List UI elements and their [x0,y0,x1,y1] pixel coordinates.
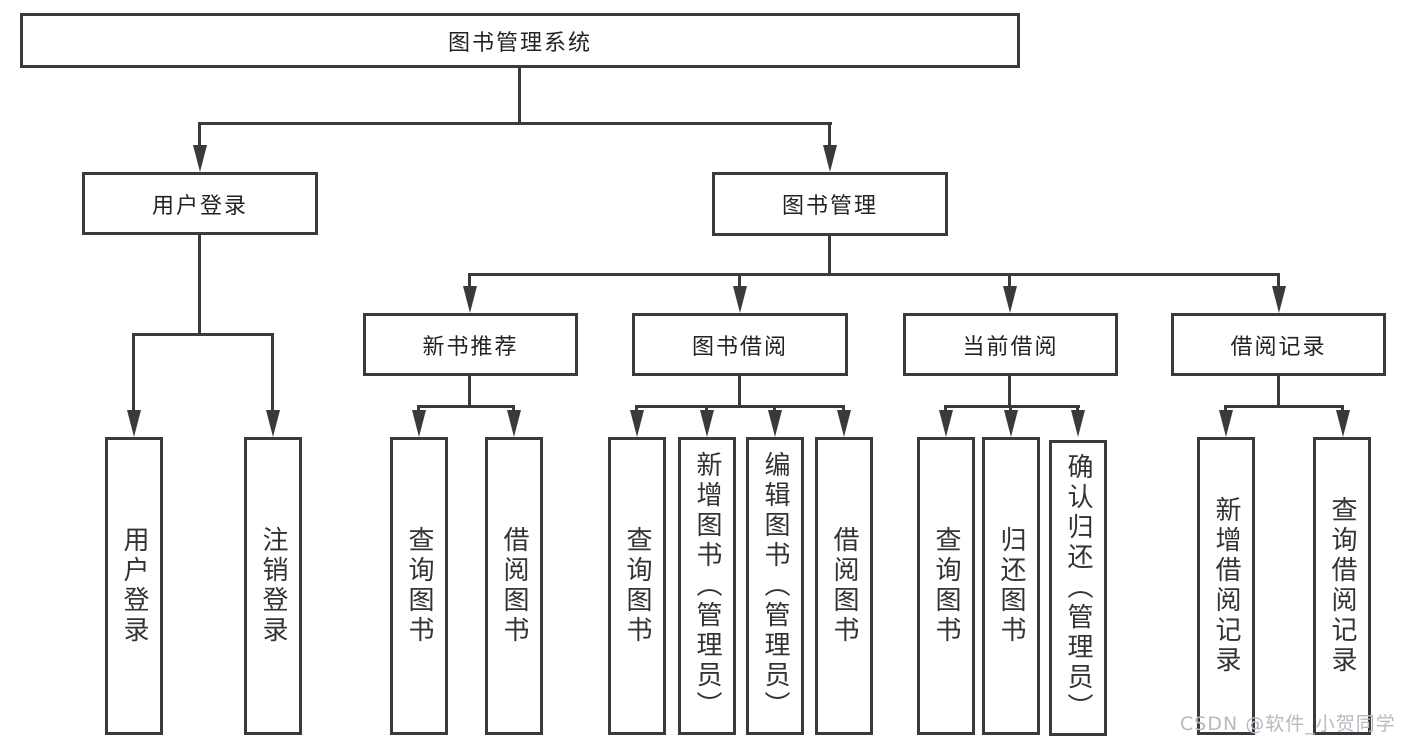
leaf-borrow-books: 借阅图书 [815,437,873,735]
csdn-watermark: CSDN @软件_小贺同学 [1180,713,1396,735]
connector-line [828,236,831,273]
arrow-down-icon [507,410,521,437]
connector-line [1224,405,1344,408]
connector-line [1277,376,1280,405]
arrow-down-icon [127,410,141,437]
leaf-return-books: 归还图书 [982,437,1040,735]
connector-line [518,68,521,122]
connector-line [1008,273,1011,289]
connector-line [468,273,471,289]
leaf-logout: 注销登录 [244,437,302,735]
leaf-query-books-recommend: 查询图书 [390,437,448,735]
arrow-down-icon [1272,286,1286,313]
connector-line [705,405,708,413]
connector-line [512,405,515,413]
connector-line [468,273,1280,276]
arrow-down-icon [1071,410,1085,437]
node-book-management: 图书管理 [712,172,948,236]
arrow-down-icon [1003,286,1017,313]
connector-line [417,405,515,408]
connector-line [468,376,471,405]
connector-line [132,333,135,411]
connector-line [198,122,201,150]
arrow-down-icon [733,286,747,313]
arrow-down-icon [266,410,280,437]
node-new-book-recommendation: 新书推荐 [363,313,578,376]
connector-line [417,405,420,413]
connector-line [828,122,831,150]
arrow-down-icon [700,410,714,437]
connector-line [1341,405,1344,413]
connector-line [944,405,947,413]
arrow-down-icon [1219,410,1233,437]
arrow-down-icon [630,410,644,437]
leaf-query-books-current: 查询图书 [917,437,975,735]
arrow-down-icon [1336,410,1350,437]
leaf-query-borrow-record: 查询借阅记录 [1313,437,1371,735]
connector-line [1076,405,1079,413]
connector-line [944,405,1080,408]
arrow-down-icon [768,410,782,437]
connector-line [1277,273,1280,289]
node-book-borrowing: 图书借阅 [632,313,848,376]
connector-line [1009,405,1012,413]
arrow-down-icon [837,410,851,437]
node-library-management-system: 图书管理系统 [20,13,1020,68]
connector-line [635,405,638,413]
arrow-down-icon [463,286,477,313]
leaf-query-books-borrowing: 查询图书 [608,437,666,735]
connector-line [132,333,274,336]
leaf-confirm-return-admin: 确认归还（管理员） [1049,440,1107,736]
node-user-login: 用户登录 [82,172,318,235]
connector-line [738,376,741,405]
connector-line [842,405,845,413]
connector-line [271,333,274,411]
node-borrowing-records: 借阅记录 [1171,313,1386,376]
connector-line [198,235,201,333]
node-current-borrowing: 当前借阅 [903,313,1118,376]
connector-line [773,405,776,413]
arrow-down-icon [1004,410,1018,437]
leaf-add-borrow-record: 新增借阅记录 [1197,437,1255,735]
leaf-edit-books-admin: 编辑图书（管理员） [746,437,804,735]
leaf-borrow-books-recommend: 借阅图书 [485,437,543,735]
arrow-down-icon [939,410,953,437]
connector-line [1008,376,1011,405]
connector-line [738,273,741,289]
arrow-down-icon [823,145,837,172]
leaf-user-login: 用户登录 [105,437,163,735]
connector-line [198,122,832,125]
arrow-down-icon [412,410,426,437]
leaf-add-books-admin: 新增图书（管理员） [678,437,736,735]
arrow-down-icon [193,145,207,172]
connector-line [1224,405,1227,413]
connector-line [635,405,845,408]
